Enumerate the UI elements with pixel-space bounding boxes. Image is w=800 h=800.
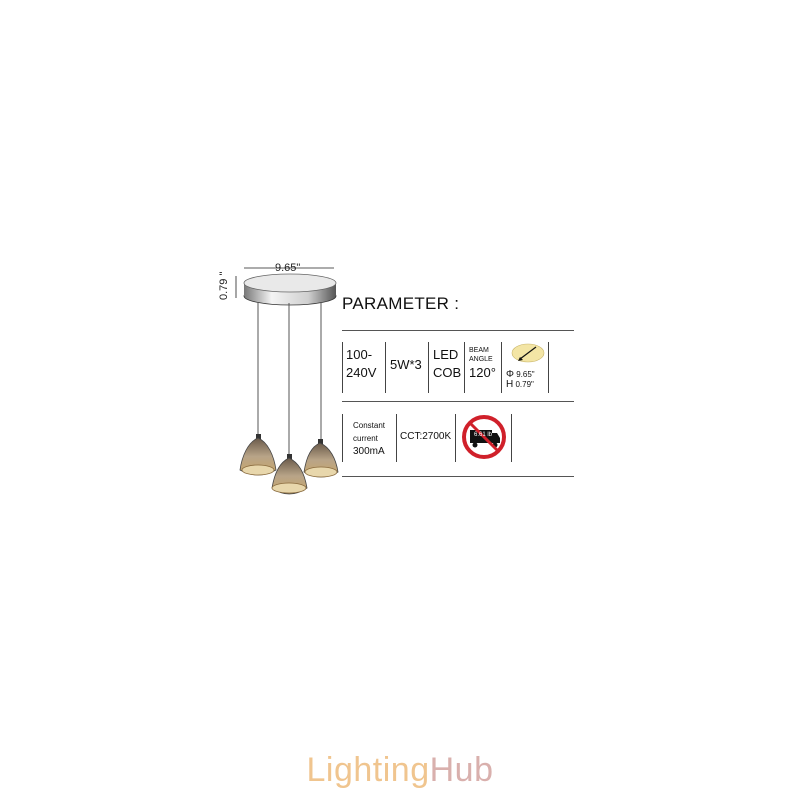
- beam-label-bottom: ANGLE: [469, 356, 493, 363]
- logo-part-hub: Hub: [429, 751, 494, 789]
- logo-part-lighting: Lighting: [306, 751, 430, 789]
- current-line2: current: [353, 434, 378, 443]
- cct-cell: CCT:2700K: [400, 431, 452, 442]
- power-cell: 5W*3: [390, 357, 422, 372]
- current-line3: 300mA: [353, 446, 385, 457]
- shade-right: [303, 439, 339, 478]
- canopy-diameter-icon: [511, 343, 545, 363]
- diameter-value: 9.65": [516, 370, 535, 379]
- current-line1: Constant: [353, 421, 386, 430]
- voltage-top: 100-: [346, 347, 373, 362]
- dimension-cell: Φ 9.65" H 0.79": [506, 342, 546, 392]
- height-dimension-label: 0.79 ": [218, 271, 230, 300]
- current-cell: Constant current 300mA: [353, 419, 385, 458]
- no-truck-weight-icon: [462, 415, 506, 459]
- height-value: 0.79": [515, 380, 534, 389]
- source-top: LED: [433, 347, 459, 362]
- weight-value: 6.61 lb: [474, 432, 493, 438]
- row1-top-divider: [342, 330, 574, 331]
- weight-cell: 6.61 lb: [461, 414, 507, 460]
- pendant-lamp-illustration: [235, 267, 339, 495]
- lightinghub-logo: LightingHub: [0, 751, 800, 790]
- row2-bottom-divider: [342, 476, 574, 477]
- row1-bottom-divider: [342, 401, 574, 402]
- voltage-cell: 100- 240V: [346, 346, 376, 382]
- diameter-symbol: Φ: [506, 369, 514, 380]
- shade-left: [239, 434, 277, 476]
- width-dimension-label: 9.65": [275, 262, 301, 274]
- height-symbol: H: [506, 379, 514, 390]
- beam-angle-cell: BEAM ANGLE 120°: [469, 346, 496, 382]
- beam-label-top: BEAM: [469, 347, 489, 354]
- voltage-bottom: 240V: [346, 365, 377, 380]
- beam-angle-value: 120°: [469, 365, 496, 380]
- source-bottom: COB: [433, 365, 462, 380]
- parameter-title: PARAMETER :: [342, 294, 460, 313]
- light-source-cell: LED COB: [433, 346, 461, 382]
- shade-center: [271, 454, 308, 495]
